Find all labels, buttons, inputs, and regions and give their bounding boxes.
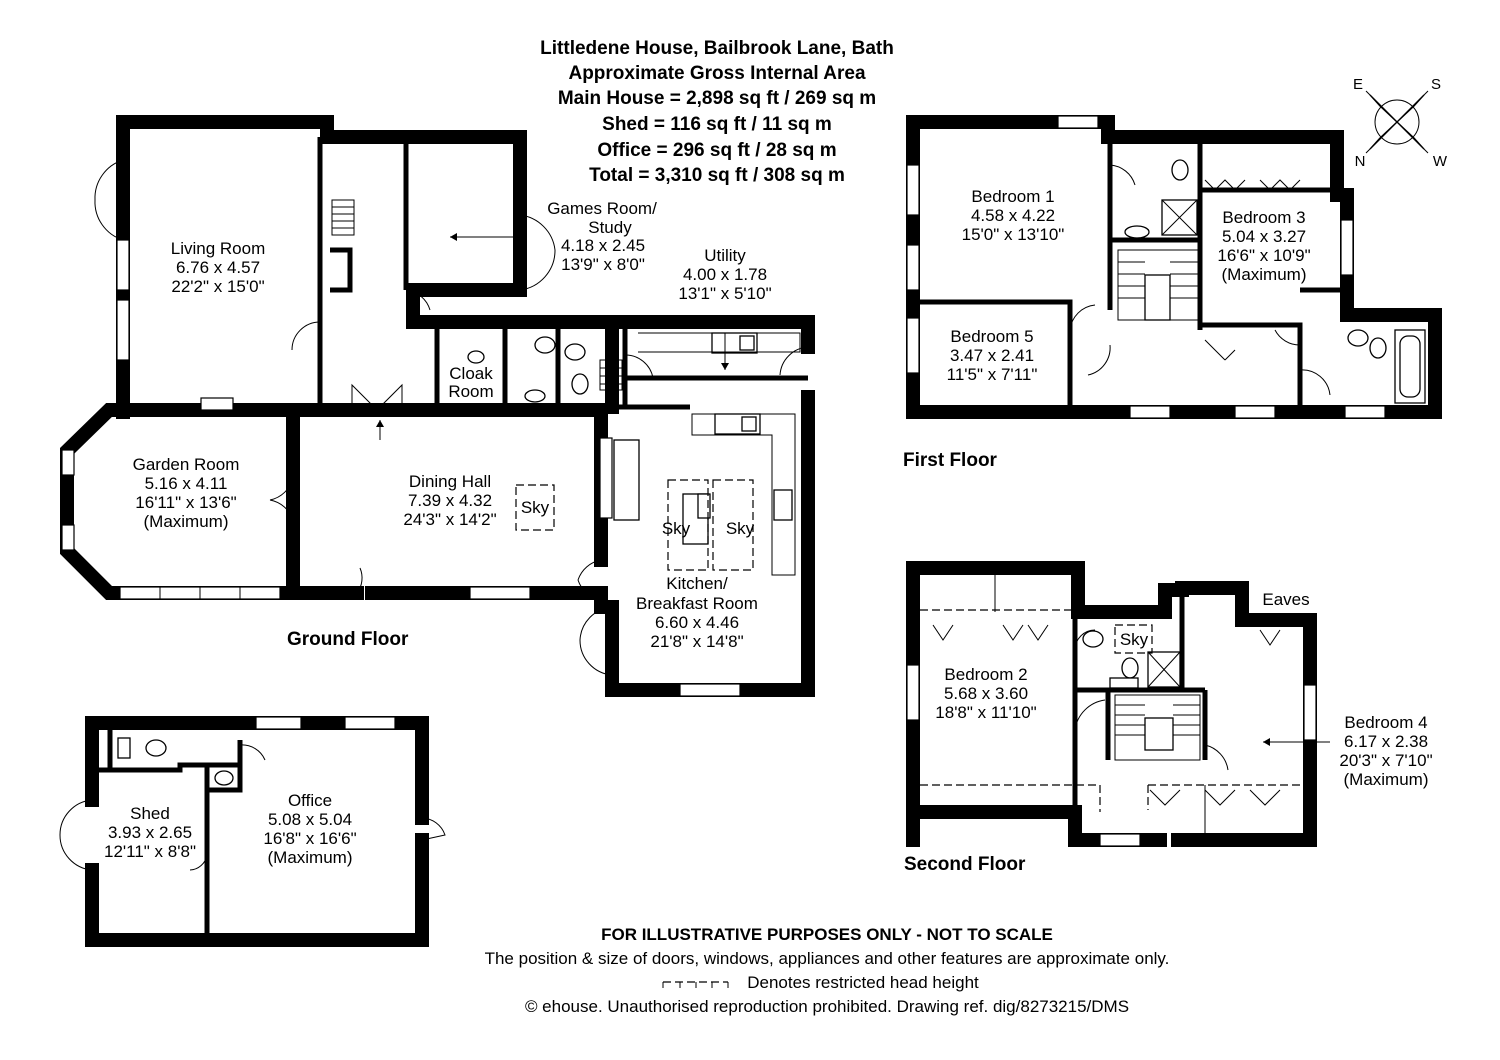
header-total: Total = 3,310 sq ft / 308 sq m (589, 165, 845, 186)
restricted-height-legend-icon (662, 981, 729, 988)
second-fixtures (1082, 630, 1181, 689)
dining-hall-metric: 7.39 x 4.32 (408, 491, 492, 510)
bedroom5-imperial: 11'5" x 7'11" (947, 365, 1038, 384)
shed-metric: 3.93 x 2.65 (108, 823, 192, 842)
garden-room-maximum: (Maximum) (144, 512, 229, 531)
living-room-imperial: 22'2" x 15'0" (171, 277, 264, 296)
bedroom3-maximum: (Maximum) (1222, 265, 1307, 284)
office-metric: 5.08 x 5.04 (268, 810, 352, 829)
bedroom1-name: Bedroom 1 (971, 187, 1054, 206)
cloak-room-name: Cloak (449, 364, 493, 383)
bedroom3-imperial: 16'6" x 10'9" (1217, 246, 1310, 265)
footer-copyright: © ehouse. Unauthorised reproduction proh… (525, 997, 1129, 1016)
footer-block: FOR ILLUSTRATIVE PURPOSES ONLY - NOT TO … (485, 925, 1170, 1016)
eaves-label: Eaves (1262, 590, 1309, 609)
utility-metric: 4.00 x 1.78 (683, 265, 767, 284)
first-fixtures (1124, 159, 1426, 404)
header-block: Littledene House, Bailbrook Lane, Bath A… (540, 38, 894, 186)
kitchen-name-2: Breakfast Room (636, 594, 758, 613)
bedroom5-metric: 3.47 x 2.41 (950, 346, 1034, 365)
bedroom4-maximum: (Maximum) (1344, 770, 1429, 789)
compass-rose-icon: E S N W (1353, 76, 1448, 170)
bedroom1-imperial: 15'0" x 13'10" (962, 225, 1065, 244)
bedroom4-name: Bedroom 4 (1344, 713, 1427, 732)
dining-hall-name: Dining Hall (409, 472, 491, 491)
garden-room-metric: 5.16 x 4.11 (145, 474, 228, 493)
bedroom2-name: Bedroom 2 (944, 665, 1027, 684)
second-floor-title: Second Floor (904, 854, 1026, 875)
bedroom4-imperial: 20'3" x 7'10" (1339, 751, 1432, 770)
compass-w: W (1433, 153, 1448, 170)
kitchen-name: Kitchen/ (666, 574, 728, 593)
header-main-house: Main House = 2,898 sq ft / 269 sq m (558, 88, 876, 109)
compass-e: E (1353, 76, 1363, 93)
dining-skylight-label: Sky (521, 498, 550, 517)
ground-stairs-icon (331, 199, 623, 391)
shed-name: Shed (130, 804, 170, 823)
compass-n: N (1355, 153, 1366, 170)
kitchen-imperial: 21'8" x 14'8" (650, 632, 743, 651)
games-room-name: Games Room/ (547, 199, 657, 218)
footer-legend: Denotes restricted head height (747, 973, 979, 992)
first-floor-title: First Floor (903, 450, 998, 471)
ground-fixtures (467, 332, 801, 576)
dining-hall-imperial: 24'3" x 14'2" (403, 510, 496, 529)
office-name: Office (288, 791, 332, 810)
second-skylight-label: Sky (1120, 630, 1149, 649)
office-imperial: 16'8" x 16'6" (263, 829, 356, 848)
first-stairs-icon (1117, 249, 1199, 321)
second-stairs-icon (1114, 694, 1201, 761)
footer-disclaimer: FOR ILLUSTRATIVE PURPOSES ONLY - NOT TO … (601, 925, 1053, 944)
bedroom1-metric: 4.58 x 4.22 (971, 206, 1055, 225)
shed-imperial: 12'11" x 8'8" (104, 842, 196, 861)
bedroom5-name: Bedroom 5 (950, 327, 1033, 346)
header-office: Office = 296 sq ft / 28 sq m (597, 140, 836, 161)
office-maximum: (Maximum) (268, 848, 353, 867)
kitchen-skylight-label-2: Sky (726, 519, 755, 538)
games-room-imperial: 13'9" x 8'0" (561, 255, 645, 274)
header-title: Littledene House, Bailbrook Lane, Bath (540, 38, 894, 59)
header-shed: Shed = 116 sq ft / 11 sq m (602, 114, 832, 135)
bedroom4-metric: 6.17 x 2.38 (1344, 732, 1428, 751)
games-room-name-2: Study (588, 218, 632, 237)
header-area-label: Approximate Gross Internal Area (568, 63, 865, 84)
garden-room-name: Garden Room (133, 455, 240, 474)
utility-imperial: 13'1" x 5'10" (678, 284, 771, 303)
bedroom3-metric: 5.04 x 3.27 (1222, 227, 1306, 246)
bedroom2-imperial: 18'8" x 11'10" (935, 703, 1036, 722)
bedroom2-metric: 5.68 x 3.60 (944, 684, 1028, 703)
games-room-metric: 4.18 x 2.45 (561, 236, 645, 255)
garden-room-imperial: 16'11" x 13'6" (135, 493, 236, 512)
footer-note: The position & size of doors, windows, a… (485, 949, 1170, 968)
living-room-metric: 6.76 x 4.57 (176, 258, 260, 277)
utility-name: Utility (704, 246, 746, 265)
living-room-name: Living Room (171, 239, 266, 258)
bedroom3-name: Bedroom 3 (1222, 208, 1305, 227)
compass-s: S (1431, 76, 1441, 93)
ground-floor-title: Ground Floor (287, 629, 409, 650)
kitchen-skylight-label-1: Sky (662, 519, 691, 538)
cloak-room-name-2: Room (448, 382, 493, 401)
kitchen-metric: 6.60 x 4.46 (655, 613, 739, 632)
